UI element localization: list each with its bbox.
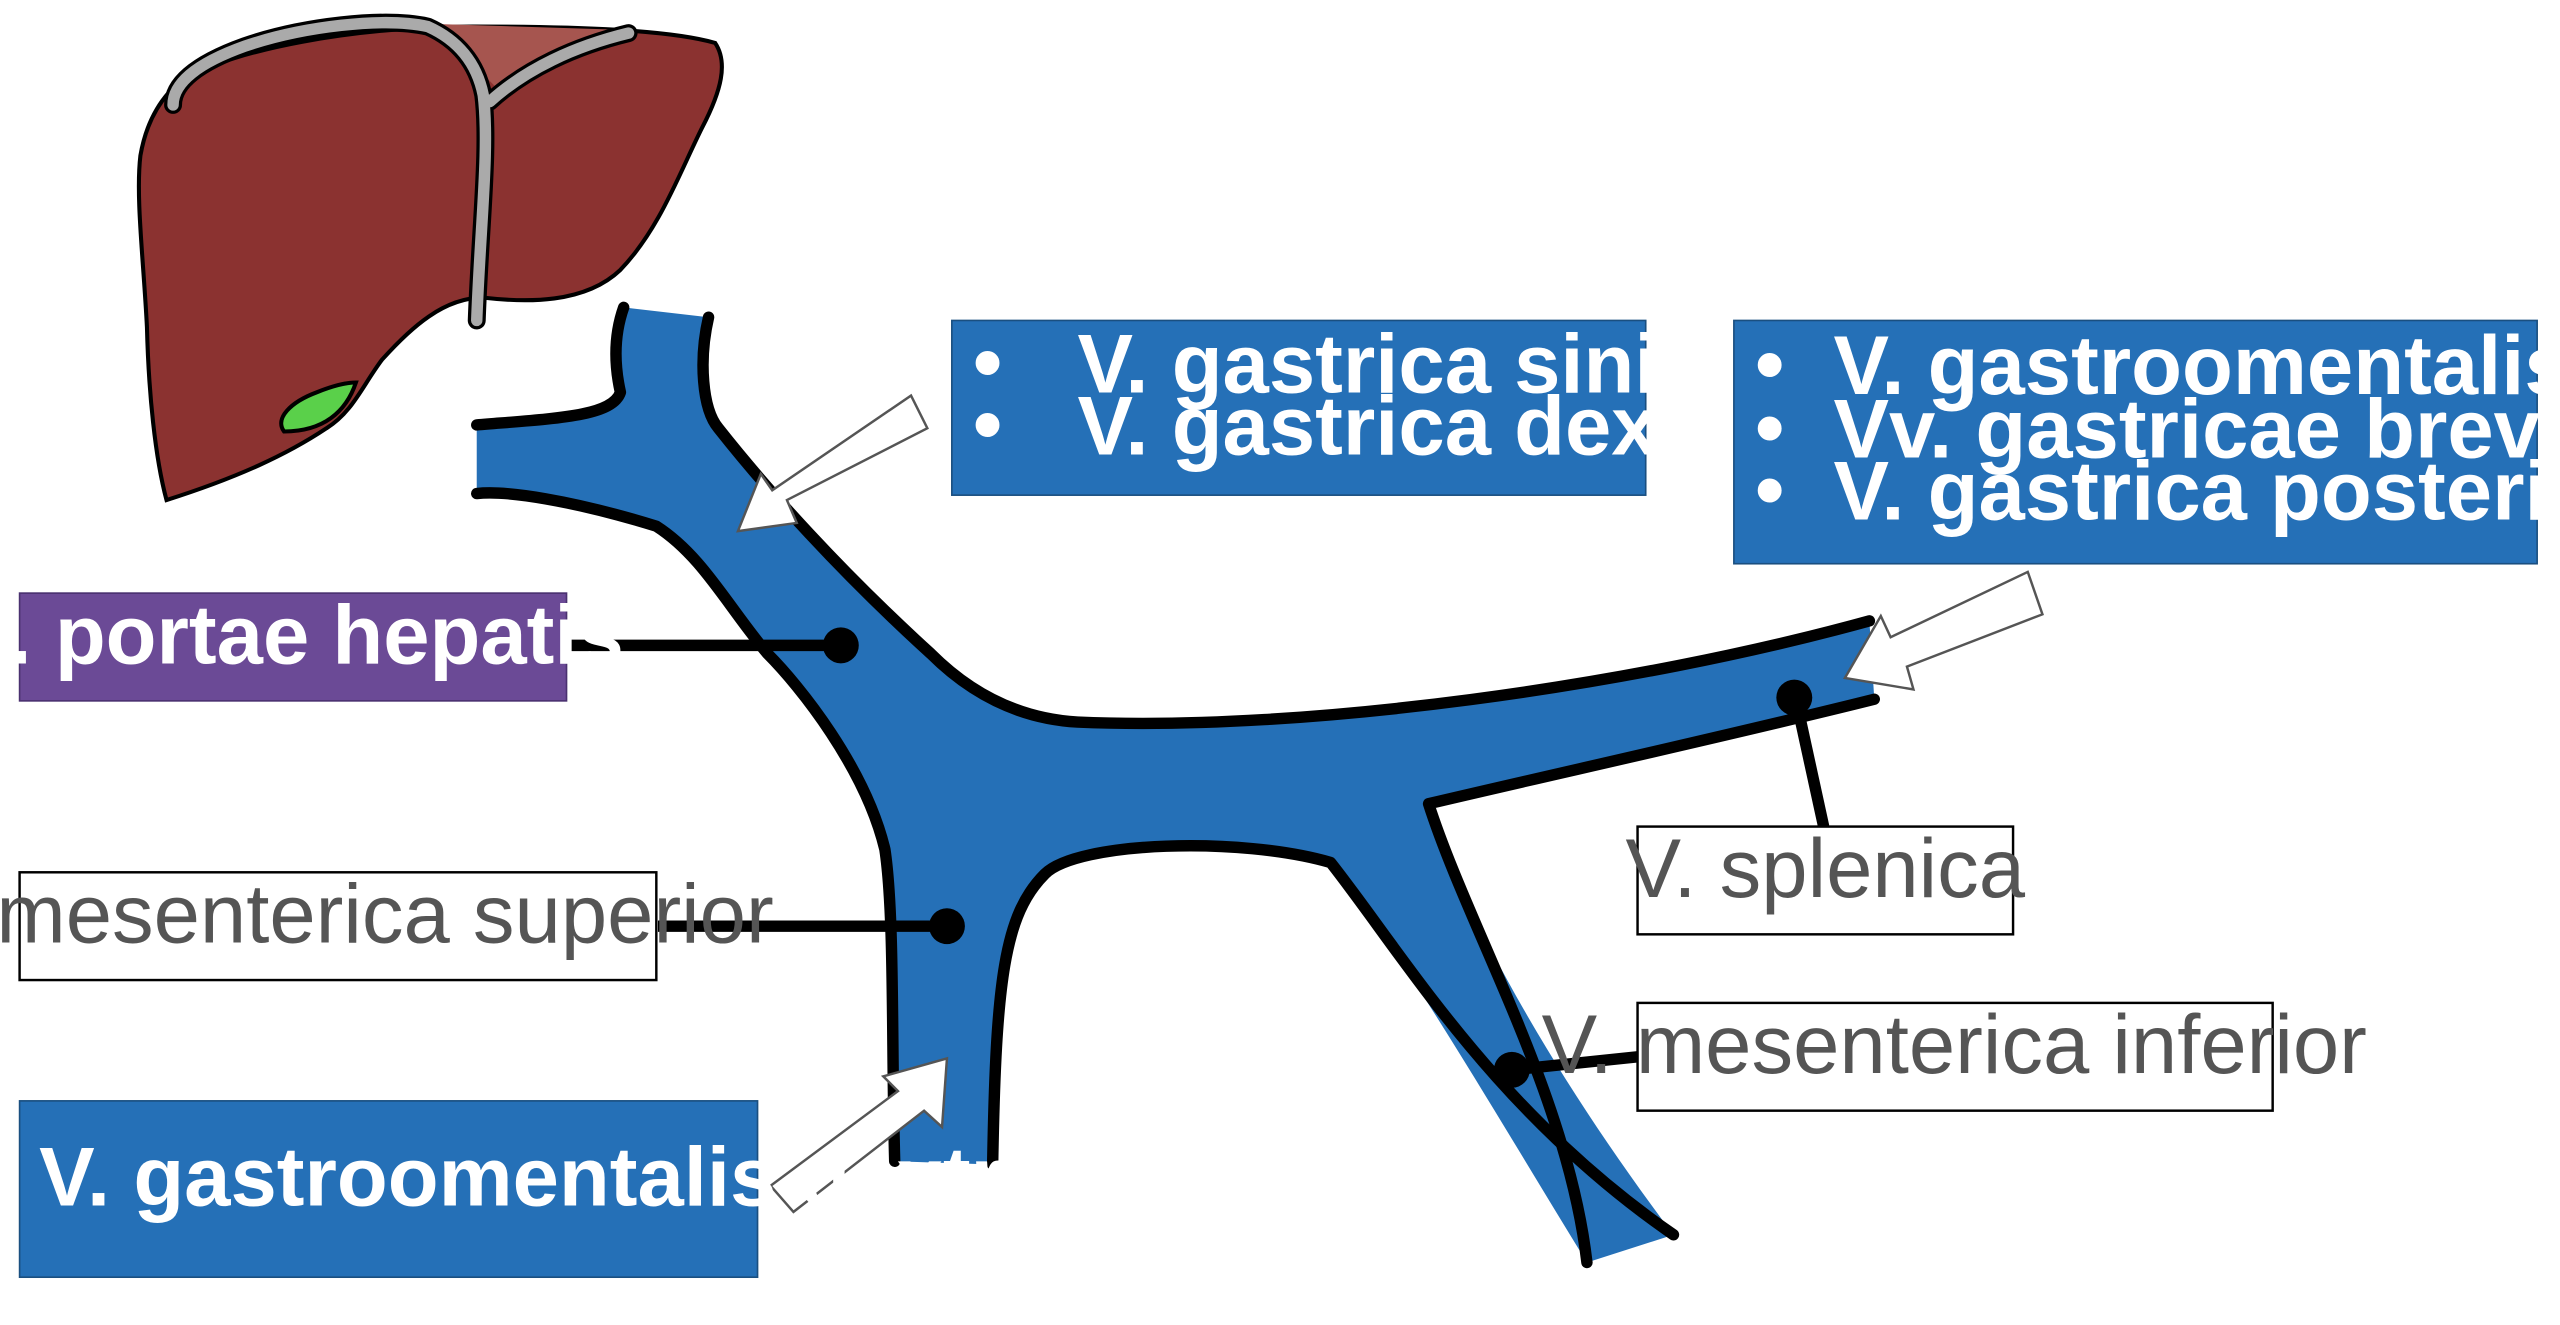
marker-splenica <box>1776 679 1813 716</box>
bullet: • <box>1755 317 1784 410</box>
bullet: • <box>1755 443 1784 536</box>
label-box-gastroomentalis: • V. gastroomentalis sinistra • Vv. gast… <box>1733 317 2560 565</box>
label-gastrica-sinistra: V. gastrica sinistra <box>1078 317 1811 410</box>
bullet: • <box>973 378 1002 471</box>
label-gastricae-breves: Vv. gastricae breves <box>1833 383 2560 476</box>
label-mesenterica-inferior: V. mesenterica inferior <box>1542 998 2367 1091</box>
label-splenica: V. splenica <box>1626 822 2026 915</box>
label-box-mes-sup: V. mesenterica superior <box>0 867 774 982</box>
arrow-gastrica <box>736 393 929 533</box>
label-gastroomentalis-sinistra: V. gastroomentalis sinistra <box>1833 319 2560 412</box>
vein-outline <box>471 301 1880 1269</box>
arrow-gastroomentalis-dextra <box>768 1056 949 1214</box>
label-box-portae: V. portae hepatis <box>0 588 624 702</box>
marker-portae <box>822 627 859 664</box>
label-gastrica-dextra: V. gastrica dextra <box>1078 379 1765 472</box>
arrow-gastroomentalis-sinistra <box>1842 570 2044 691</box>
portal-vein-system <box>471 301 1880 1269</box>
gallbladder <box>279 380 359 434</box>
label-box-splenica: V. splenica <box>1626 822 2026 936</box>
bullet: • <box>1755 381 1784 474</box>
liver <box>136 13 724 503</box>
label-box-mes-inf: V. mesenterica inferior <box>1542 998 2367 1112</box>
label-gastrica-posterior: V. gastrica posterior <box>1833 445 2560 538</box>
label-box-gastrica: • V. gastrica sinistra • V. gastrica dex… <box>951 316 1811 496</box>
label-mesenterica-superior: V. mesenterica superior <box>0 867 774 960</box>
leader-lines <box>568 639 1830 1076</box>
marker-mes-sup <box>928 908 965 945</box>
marker-mes-inf <box>1493 1051 1530 1088</box>
bullet: • <box>973 316 1002 409</box>
falciform-ligament-fill <box>167 17 635 327</box>
liver-body <box>136 24 724 503</box>
label-portae-hepatis: V. portae hepatis <box>0 588 624 681</box>
label-gastroomentalis-dextra: V. gastroomentalis dextra <box>39 1130 1050 1223</box>
label-box-gastro-dextra: V. gastroomentalis dextra <box>18 1100 1050 1279</box>
vein-shape <box>476 307 1875 1263</box>
